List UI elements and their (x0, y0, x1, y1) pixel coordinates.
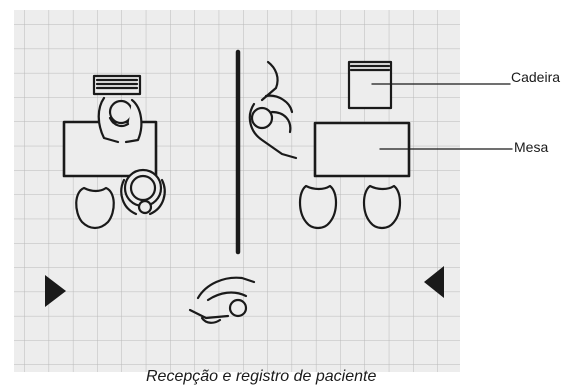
right-waiting-seat-2-icon (362, 184, 402, 230)
arrow-right-icon (45, 275, 66, 307)
figure-caption: Recepção e registro de paciente (146, 368, 377, 385)
mesa-label: Mesa (514, 139, 549, 155)
left-visitor-armchair-icon (120, 168, 166, 216)
left-receptionist-person-icon (97, 96, 143, 144)
left-chair-icon (92, 74, 142, 96)
left-waiting-seat-icon (75, 186, 115, 230)
arrow-left-icon (424, 266, 444, 298)
bottom-person-icon (188, 276, 256, 324)
walking-person-icon (248, 60, 298, 160)
right-chair-icon (347, 60, 393, 110)
cadeira-label: Cadeira (511, 69, 561, 85)
right-waiting-seat-1-icon (298, 184, 338, 230)
